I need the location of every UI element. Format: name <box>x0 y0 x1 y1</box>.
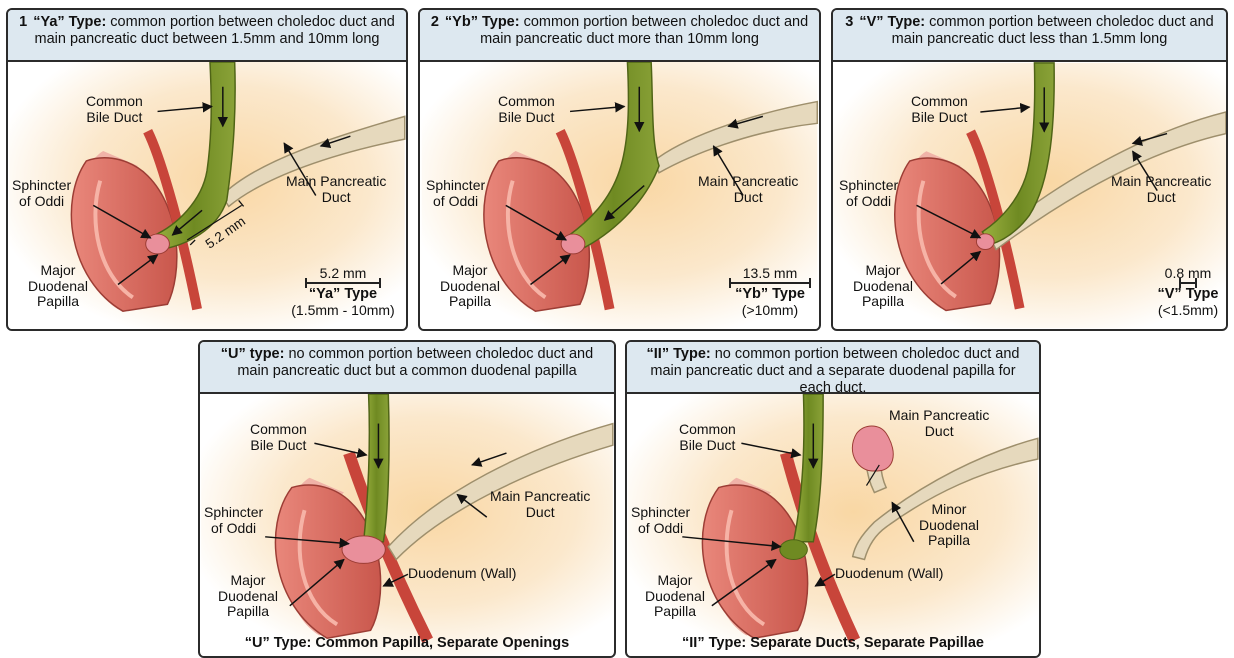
panel-header: “U” type: no common portion between chol… <box>200 342 614 394</box>
panel-caption: “II” Type: Separate Ducts, Separate Papi… <box>627 635 1039 651</box>
panel-header: 3 “V” Type: common portion between choled… <box>833 10 1226 62</box>
label-sphincter-of-oddi: Sphincter of Oddi <box>839 178 898 209</box>
type-name: “U” type: <box>221 346 285 362</box>
panel-caption: “U” Type: Common Papilla, Separate Openi… <box>200 635 614 651</box>
scale-type-name: “V” Type <box>1153 286 1223 302</box>
label-duodenum-wall: Duodenum (Wall) <box>835 566 943 582</box>
label-major-duodenal-papilla: Major Duodenal Papilla <box>440 263 500 310</box>
type-description: common portion between choledoc duct and… <box>480 14 808 47</box>
label-major-duodenal-papilla: Major Duodenal Papilla <box>853 263 913 310</box>
panel-u-type: “U” type: no common portion between chol… <box>198 340 616 658</box>
scale-value: 0.8 mm <box>1153 265 1223 281</box>
label-sphincter-of-oddi: Sphincter of Oddi <box>631 505 690 536</box>
scale-legend: 13.5 mm “Yb” Type (>10mm) <box>720 265 820 318</box>
type-name: “Ya” Type: <box>33 14 106 30</box>
label-major-duodenal-papilla: Major Duodenal Papilla <box>645 573 705 620</box>
label-main-pancreatic-duct: Main Pancreatic Duct <box>1111 174 1211 205</box>
scale-type-name: “Yb” Type <box>720 286 820 302</box>
type-name: “II” Type: <box>647 346 711 362</box>
label-sphincter-of-oddi: Sphincter of Oddi <box>204 505 263 536</box>
label-main-pancreatic-duct: Main Pancreatic Duct <box>286 174 386 205</box>
label-sphincter-of-oddi: Sphincter of Oddi <box>12 178 71 209</box>
scale-bar <box>1179 282 1197 284</box>
panel-number: 3 <box>845 14 853 30</box>
panel-number: 1 <box>19 14 27 30</box>
label-common-bile-duct: Common Bile Duct <box>498 94 555 125</box>
panel-v-type: 3 “V” Type: common portion between choled… <box>831 8 1228 331</box>
panel-header: 2 “Yb” Type: common portion between chole… <box>420 10 819 62</box>
type-description: common portion between choledoc duct and… <box>892 14 1214 47</box>
scale-range: (>10mm) <box>720 302 820 318</box>
scale-bar <box>729 282 811 284</box>
label-duodenum-wall: Duodenum (Wall) <box>408 566 516 582</box>
panel-ii-type: “II” Type: no common portion between cho… <box>625 340 1041 658</box>
label-main-pancreatic-duct: Main Pancreatic Duct <box>698 174 798 205</box>
type-name: “V” Type: <box>859 14 925 30</box>
label-common-bile-duct: Common Bile Duct <box>86 94 143 125</box>
panel-header: 1“Ya” Type: common portion between chole… <box>8 10 406 62</box>
label-major-duodenal-papilla: Major Duodenal Papilla <box>218 573 278 620</box>
label-minor-duodenal-papilla: Minor Duodenal Papilla <box>919 502 979 549</box>
scale-legend: 5.2 mm “Ya” Type (1.5mm - 10mm) <box>283 265 403 318</box>
panel-ya-type: 1“Ya” Type: common portion between chole… <box>6 8 408 331</box>
label-main-pancreatic-duct: Main Pancreatic Duct <box>889 408 989 439</box>
type-name: “Yb” Type: <box>445 14 520 30</box>
panel-number: 2 <box>431 14 439 30</box>
panel-header: “II” Type: no common portion between cho… <box>627 342 1039 394</box>
scale-value: 5.2 mm <box>283 265 403 281</box>
scale-range: (<1.5mm) <box>1153 302 1223 318</box>
scale-legend: 0.8 mm “V” Type (<1.5mm) <box>1153 265 1223 318</box>
scale-bar <box>305 282 381 284</box>
type-description: no common portion between choledoc duct … <box>237 346 593 379</box>
panel-yb-type: 2 “Yb” Type: common portion between chole… <box>418 8 821 331</box>
label-main-pancreatic-duct: Main Pancreatic Duct <box>490 489 590 520</box>
scale-range: (1.5mm - 10mm) <box>283 302 403 318</box>
label-sphincter-of-oddi: Sphincter of Oddi <box>426 178 485 209</box>
scale-type-name: “Ya” Type <box>283 286 403 302</box>
scale-value: 13.5 mm <box>720 265 820 281</box>
label-common-bile-duct: Common Bile Duct <box>250 422 307 453</box>
label-common-bile-duct: Common Bile Duct <box>911 94 968 125</box>
label-common-bile-duct: Common Bile Duct <box>679 422 736 453</box>
label-major-duodenal-papilla: Major Duodenal Papilla <box>28 263 88 310</box>
